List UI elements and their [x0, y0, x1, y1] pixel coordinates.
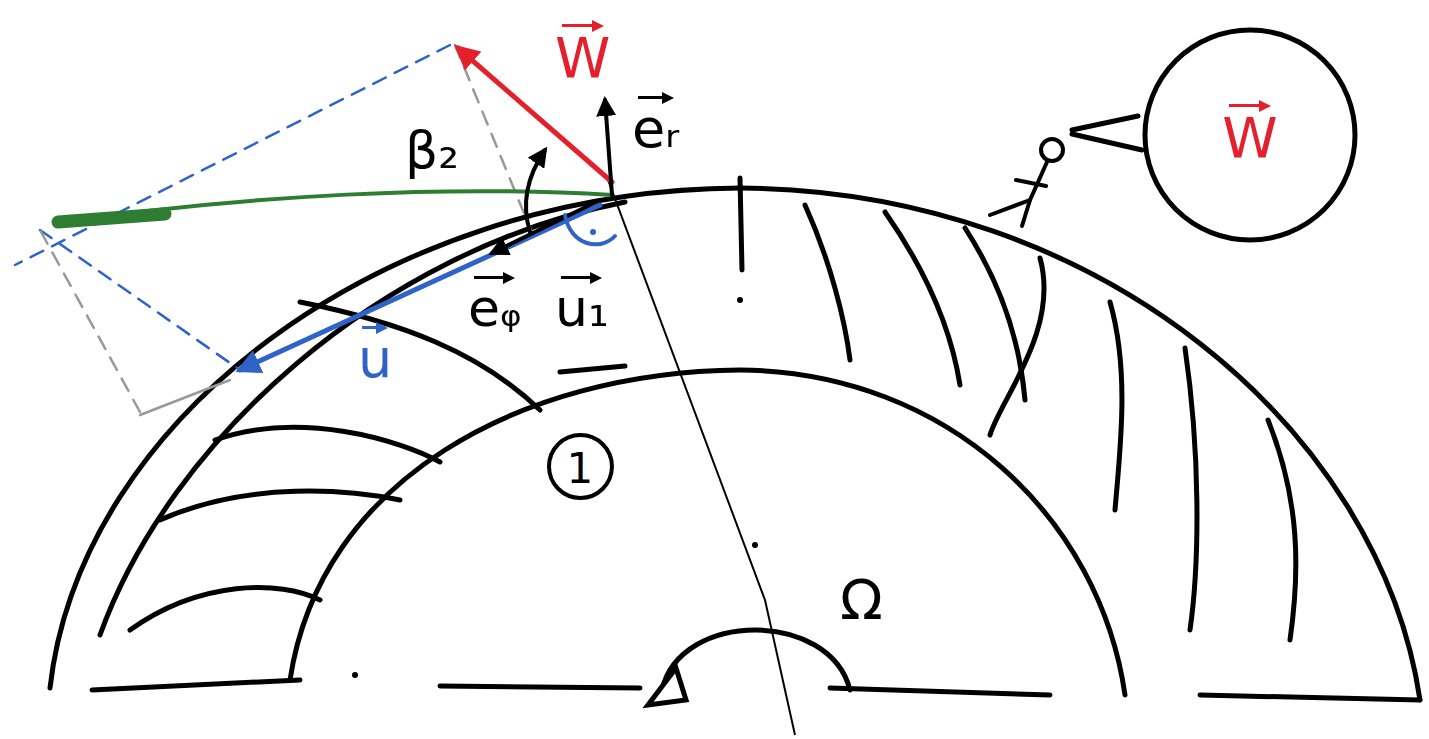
center-dots: [352, 297, 758, 678]
unit-vector-symbol: eᵣ: [632, 96, 679, 156]
node-text: 1: [567, 442, 594, 490]
rotation-axis: [608, 180, 795, 735]
speech-bubble: W: [1140, 25, 1360, 245]
stick-figure: [990, 139, 1063, 226]
velocity-symbol: W: [555, 24, 610, 86]
callout-circle: 1: [545, 431, 616, 502]
node-text: W: [1222, 104, 1277, 166]
angle-symbol: β₂: [405, 118, 459, 176]
velocity-triangle: [15, 45, 615, 415]
velocity-symbol: u: [358, 326, 392, 386]
velocity-symbol: u₁: [555, 276, 609, 334]
rotation-symbol: Ω: [840, 566, 883, 628]
unit-vector-symbol: eᵩ: [468, 276, 522, 334]
